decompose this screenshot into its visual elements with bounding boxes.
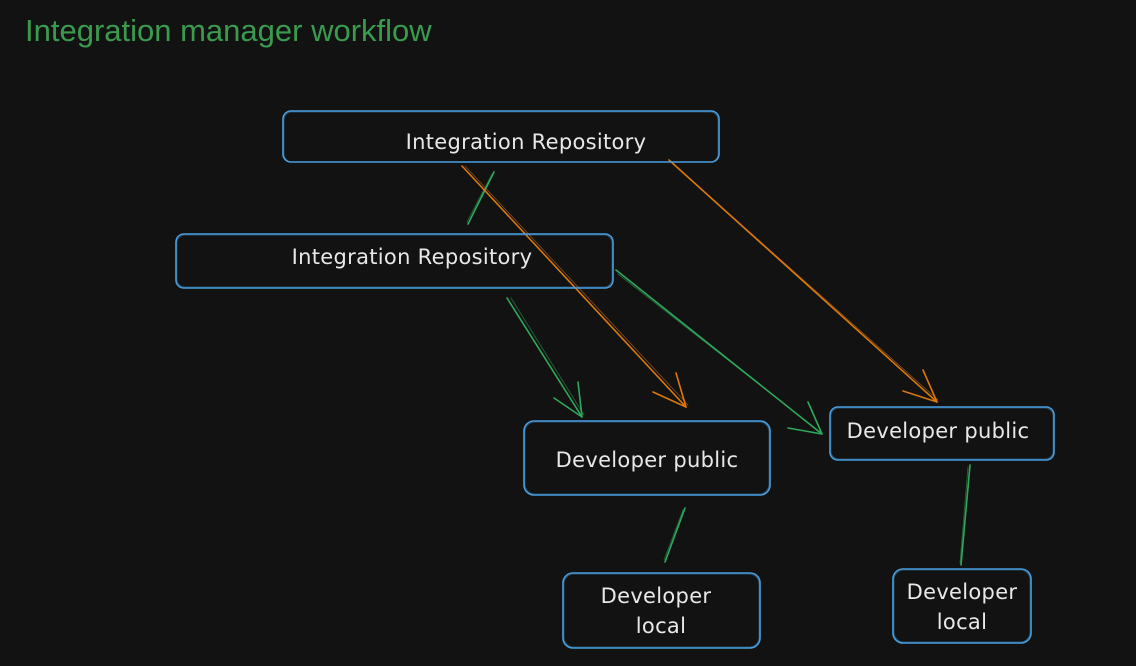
edge-repo-to-developer-public-2 [615, 269, 823, 435]
node-label: Integration Repository [406, 130, 647, 154]
node-label: Developer public [556, 448, 739, 472]
edge-repo-to-developer-public-1 [506, 297, 585, 418]
edge-repo-blessed-to-developer-public-2 [668, 159, 939, 403]
node-developer-public-1[interactable]: Developer public [523, 420, 771, 496]
edge-repo-blessed-to-repo [466, 171, 495, 225]
edge-developer-public-2-to-local-2 [959, 464, 971, 566]
node-label-line1: Developer [601, 584, 712, 608]
node-label-line1: Developer [907, 580, 1018, 604]
page-title: Integration manager workflow [25, 13, 432, 48]
node-developer-local-2[interactable]: Developer local [892, 568, 1032, 644]
node-developer-public-2[interactable]: Developer public [829, 406, 1055, 461]
node-label-line2: local [937, 610, 987, 634]
node-label: Developer public [847, 419, 1030, 443]
node-integration-repository[interactable]: Integration Repository [175, 233, 614, 289]
node-integration-repository-blessed[interactable]: Integration Repository [282, 110, 720, 163]
node-label: Integration Repository [292, 245, 533, 269]
edge-developer-public-1-to-local-1 [663, 507, 686, 563]
node-label-line2: local [636, 614, 686, 638]
node-developer-local-1[interactable]: Developer local [562, 572, 761, 649]
edge-repo-blessed-to-developer-public-1 [461, 165, 689, 408]
